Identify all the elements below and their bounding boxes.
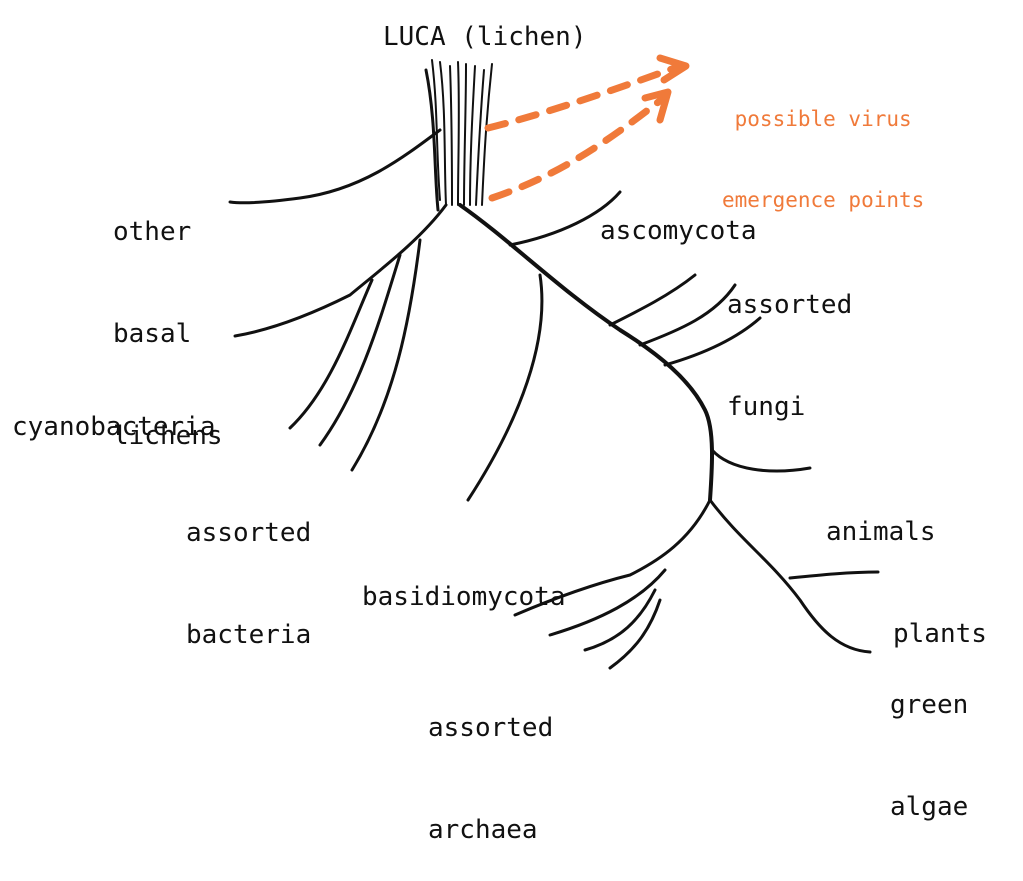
label-line: green — [890, 690, 969, 720]
branch-ascomycota — [508, 190, 622, 247]
label-other-basal-lichens: other basal lichens — [113, 147, 223, 487]
arrow-lower — [488, 92, 670, 202]
note-line: emergence points — [722, 188, 925, 212]
label-line: fungi — [727, 392, 806, 422]
label-line: ascomycota — [600, 216, 757, 246]
label-line: cyanobacteria — [12, 412, 216, 442]
arrow-lower-head — [641, 88, 672, 124]
label-line: assorted — [727, 290, 853, 320]
virus-emergence-note: possible virus emergence points — [722, 52, 924, 241]
branch-archaea-2 — [583, 588, 657, 652]
branch-bacteria-1 — [288, 278, 374, 430]
branch-cyanobacteria — [233, 203, 448, 338]
branch-plants-algae — [708, 498, 872, 654]
branch-fungi-1 — [608, 273, 697, 327]
branch-fungi-2 — [638, 283, 737, 347]
label-assorted-bacteria: assorted bacteria — [186, 448, 311, 686]
label-line: animals — [826, 517, 936, 547]
label-line: assorted — [428, 713, 554, 743]
virus-emergence-arrows — [484, 54, 690, 202]
trunk — [424, 59, 493, 212]
label-line: bacteria — [186, 620, 312, 650]
branch-main-right — [458, 203, 714, 502]
label-animals: animals — [826, 447, 936, 583]
label-plants: plants — [893, 549, 987, 685]
branch-archaea-main — [513, 498, 712, 617]
label-line: algae — [890, 792, 969, 822]
branch-archaea-1 — [548, 568, 667, 637]
phylogenetic-tree — [228, 54, 880, 670]
label-line: archaea — [428, 815, 538, 845]
label-ascomycota: ascomycota — [600, 146, 757, 282]
label-line: plants — [893, 619, 987, 649]
label-green-algae: green algae — [890, 620, 968, 858]
label-line: lichens — [113, 421, 223, 451]
branch-archaea-3 — [608, 598, 662, 670]
label-basidiomycota: basidiomycota — [362, 512, 566, 648]
arrow-upper-head — [656, 54, 690, 84]
branch-bacteria-2 — [318, 253, 402, 447]
branch-plants — [788, 570, 880, 580]
label-cyanobacteria: cyanobacteria — [12, 342, 216, 478]
branch-other-basal-lichens — [228, 128, 442, 205]
label-line: other — [113, 217, 192, 247]
branch-basidiomycota — [466, 273, 544, 502]
label-line: assorted — [186, 518, 312, 548]
luca-title: LUCA (lichen) — [383, 22, 587, 52]
label-assorted-fungi: assorted fungi — [727, 220, 852, 458]
label-line: basal — [113, 319, 192, 349]
branch-animals — [710, 448, 812, 473]
note-line: possible virus — [734, 107, 912, 131]
branch-bacteria-3 — [350, 238, 422, 472]
branch-fungi-3 — [663, 316, 762, 367]
label-line: basidiomycota — [362, 582, 566, 612]
label-assorted-archaea: assorted archaea — [428, 643, 553, 881]
arrow-upper — [484, 62, 684, 132]
